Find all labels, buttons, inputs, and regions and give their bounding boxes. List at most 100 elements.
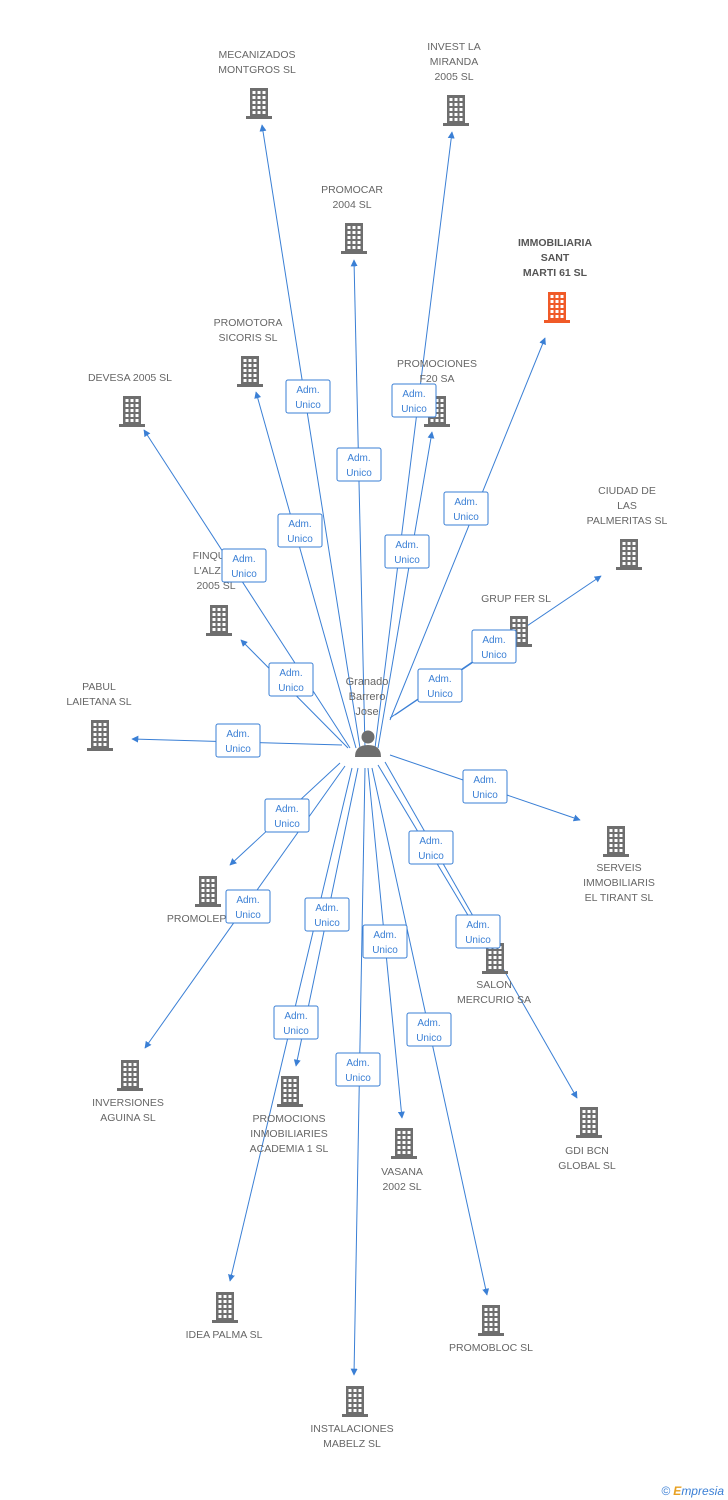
edge-label-serveis[interactable]: Adm.Unico — [462, 769, 508, 804]
edge-label-line: Unico — [283, 1026, 309, 1037]
company-name-line: GRUP FER SL — [481, 593, 551, 605]
edge-label-line: Adm. — [275, 804, 298, 815]
company-node-devesa[interactable]: DEVESA 2005 SL — [88, 372, 172, 427]
edge-label-inversiones[interactable]: Adm. Unico — [225, 889, 271, 924]
copyright-symbol: © — [661, 1484, 671, 1498]
edge-label-line: Adm. — [236, 895, 259, 906]
building-icon — [246, 88, 272, 119]
edge-labels-layer: Adm.UnicoAdm.UnicoAdm.UnicoAdm.UnicoAdm.… — [215, 379, 517, 1087]
person-name-line: Granado — [346, 676, 389, 688]
edge-label-line: Adm. — [296, 385, 319, 396]
brand-watermark[interactable]: ©Empresia — [661, 1484, 724, 1498]
building-icon — [237, 356, 263, 387]
edge-label-immobiliaria[interactable]: Adm.Unico — [443, 491, 489, 526]
company-node-promobloc[interactable]: PROMOBLOC SL — [449, 1305, 533, 1354]
edge-label-line: Adm. — [346, 1058, 369, 1069]
edge-invest — [374, 131, 455, 749]
edge-label-promociones_f20[interactable]: Adm.Unico — [384, 534, 430, 569]
company-node-promociones_f20[interactable]: PROMOCIONES F20 SA — [397, 358, 477, 427]
edge-label-gdi[interactable]: Adm.Unico — [455, 914, 501, 949]
person-node[interactable]: Granado Barrero Jose — [346, 676, 389, 757]
building-icon — [341, 223, 367, 254]
building-icon — [195, 876, 221, 907]
building-icon — [119, 396, 145, 427]
edge-label-grupfer[interactable]: Adm.Unico — [417, 668, 463, 703]
company-name-line: PROMOCIONES — [397, 358, 477, 370]
company-name-line: IDEA PALMA SL — [186, 1329, 263, 1341]
company-node-pabul[interactable]: PABUL LAIETANA SL — [66, 681, 132, 751]
company-name-line: INSTALACIONES — [310, 1423, 393, 1435]
edge-promotora — [254, 391, 357, 749]
edge-mecanizados — [259, 124, 361, 749]
edge-label-promobloc[interactable]: Adm.Unico — [406, 1012, 452, 1047]
edge-label-line: Unico — [314, 918, 340, 929]
company-name-line: EL TIRANT SL — [585, 892, 654, 904]
edge-label-pabul[interactable]: Adm. Unico — [215, 723, 261, 758]
edge-label-line: Adm. — [347, 453, 370, 464]
edge-label-line: Unico — [235, 910, 261, 921]
company-name-line: F20 SA — [419, 373, 454, 385]
edge-label-invest[interactable]: Adm.Unico — [391, 383, 437, 418]
company-name-line: 2005 SL — [434, 71, 473, 83]
brand-name: mpresia — [681, 1484, 724, 1498]
edge-label-promotora[interactable]: Adm.Unico — [277, 513, 323, 548]
edge-label-devesa[interactable]: Adm.Unico — [221, 548, 267, 583]
edge-label-ciudad[interactable]: Adm.Unico — [471, 629, 517, 664]
edge-label-line: Unico — [274, 819, 300, 830]
edge-label-line: Unico — [394, 555, 420, 566]
company-name-line: AGUINA SL — [100, 1112, 156, 1124]
edge-label-finques[interactable]: Adm.Unico — [268, 662, 314, 697]
edge-label-promocar[interactable]: Adm.Unico — [336, 447, 382, 482]
company-name-line: SERVEIS — [596, 862, 641, 874]
company-name-line: MONTGROS SL — [218, 64, 296, 76]
edge-label-promocions_acad[interactable]: Adm.Unico — [304, 897, 350, 932]
edge-label-line: Unico — [295, 400, 321, 411]
edge-label-vasana[interactable]: Adm.Unico — [362, 924, 408, 959]
edge-label-line: Unico — [372, 945, 398, 956]
edge-label-mecanizados[interactable]: Adm. Unico — [285, 379, 331, 414]
company-name-line: LAS — [617, 500, 637, 512]
company-name-line: SICORIS SL — [219, 332, 278, 344]
company-name-line: MIRANDA — [430, 56, 478, 68]
edge-label-line: Adm. — [417, 1018, 440, 1029]
edge-label-idea[interactable]: Adm.Unico — [273, 1005, 319, 1040]
edge-label-line: Unico — [418, 851, 444, 862]
edge-label-line: Unico — [472, 790, 498, 801]
edge-label-line: Adm. — [466, 920, 489, 931]
company-name-line: 2005 SL — [196, 580, 235, 592]
building-icon — [576, 1107, 602, 1138]
edge-label-instalaciones[interactable]: Adm.Unico — [335, 1052, 381, 1087]
edge-label-line: Adm. — [226, 729, 249, 740]
edge-label-line: Unico — [225, 744, 251, 755]
building-icon — [206, 605, 232, 636]
edge-label-salon[interactable]: Adm.Unico — [408, 830, 454, 865]
edge-label-line: Unico — [453, 512, 479, 523]
company-name-line: MERCURIO SA — [457, 994, 531, 1006]
company-name-line: PABUL — [82, 681, 116, 693]
company-name-line: GLOBAL SL — [558, 1160, 616, 1172]
edge-label-line: Unico — [481, 650, 507, 661]
edge-label-line: Adm. — [428, 674, 451, 685]
company-name-line: SANT — [541, 252, 570, 264]
company-name-line: LAIETANA SL — [66, 696, 131, 708]
building-icon — [544, 292, 570, 323]
company-node-idea[interactable]: IDEA PALMA SL — [186, 1292, 263, 1341]
building-icon — [212, 1292, 238, 1323]
company-name-line: PROMOCIONS — [253, 1113, 326, 1125]
edge-label-line: Adm. — [232, 554, 255, 565]
edge-label-promolepe[interactable]: Adm. Unico — [264, 798, 310, 833]
